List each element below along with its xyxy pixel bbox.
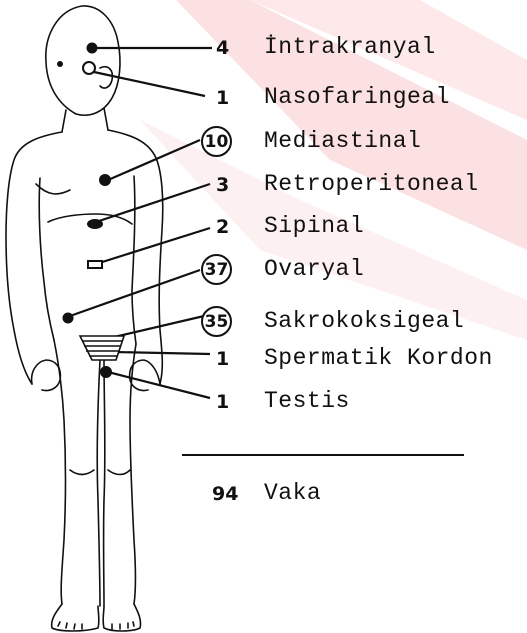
marker-testis xyxy=(100,366,112,378)
marker-retroperitoneal xyxy=(87,219,103,229)
marker-mediastinal xyxy=(99,174,111,186)
site-label: Sakrokoksigeal xyxy=(264,310,464,333)
site-label: Testis xyxy=(264,390,350,413)
leader-nasofaringeal xyxy=(94,72,205,96)
marker-sipinal xyxy=(88,261,102,268)
total-count: 94 xyxy=(212,485,238,504)
leader-testis xyxy=(108,372,210,398)
marker-eye xyxy=(57,61,63,67)
site-count: 4 xyxy=(216,39,229,58)
site-count: 3 xyxy=(216,176,229,195)
leader-spermatik-kordon xyxy=(114,352,210,354)
leader-retroperitoneal xyxy=(96,184,210,222)
site-count: 37 xyxy=(201,254,232,285)
site-label: Spermatik Kordon xyxy=(264,347,493,370)
site-label: Sipinal xyxy=(264,215,364,238)
site-count: 2 xyxy=(216,218,229,237)
leader-sipinal xyxy=(96,228,210,264)
site-label: Retroperitoneal xyxy=(264,173,479,196)
site-count: 1 xyxy=(216,393,229,412)
site-count: 35 xyxy=(201,306,232,337)
marker-intrakranyal xyxy=(87,43,98,54)
leader-mediastinal xyxy=(108,140,200,180)
leader-ovaryal xyxy=(70,270,200,316)
site-label: Mediastinal xyxy=(264,130,421,153)
marker-sakrokoksigeal xyxy=(80,336,124,360)
site-count: 1 xyxy=(216,350,229,369)
site-label: Ovaryal xyxy=(264,258,364,281)
site-label: İntrakranyal xyxy=(264,36,436,59)
marker-ovaryal xyxy=(63,313,74,324)
leader-sakrokoksigeal xyxy=(110,316,204,338)
total-divider-line xyxy=(182,454,464,456)
marker-nasofaringeal xyxy=(83,62,95,74)
total-label: Vaka xyxy=(264,482,321,505)
site-count: 10 xyxy=(201,126,232,157)
site-label: Nasofaringeal xyxy=(264,86,450,109)
site-count: 1 xyxy=(216,89,229,108)
